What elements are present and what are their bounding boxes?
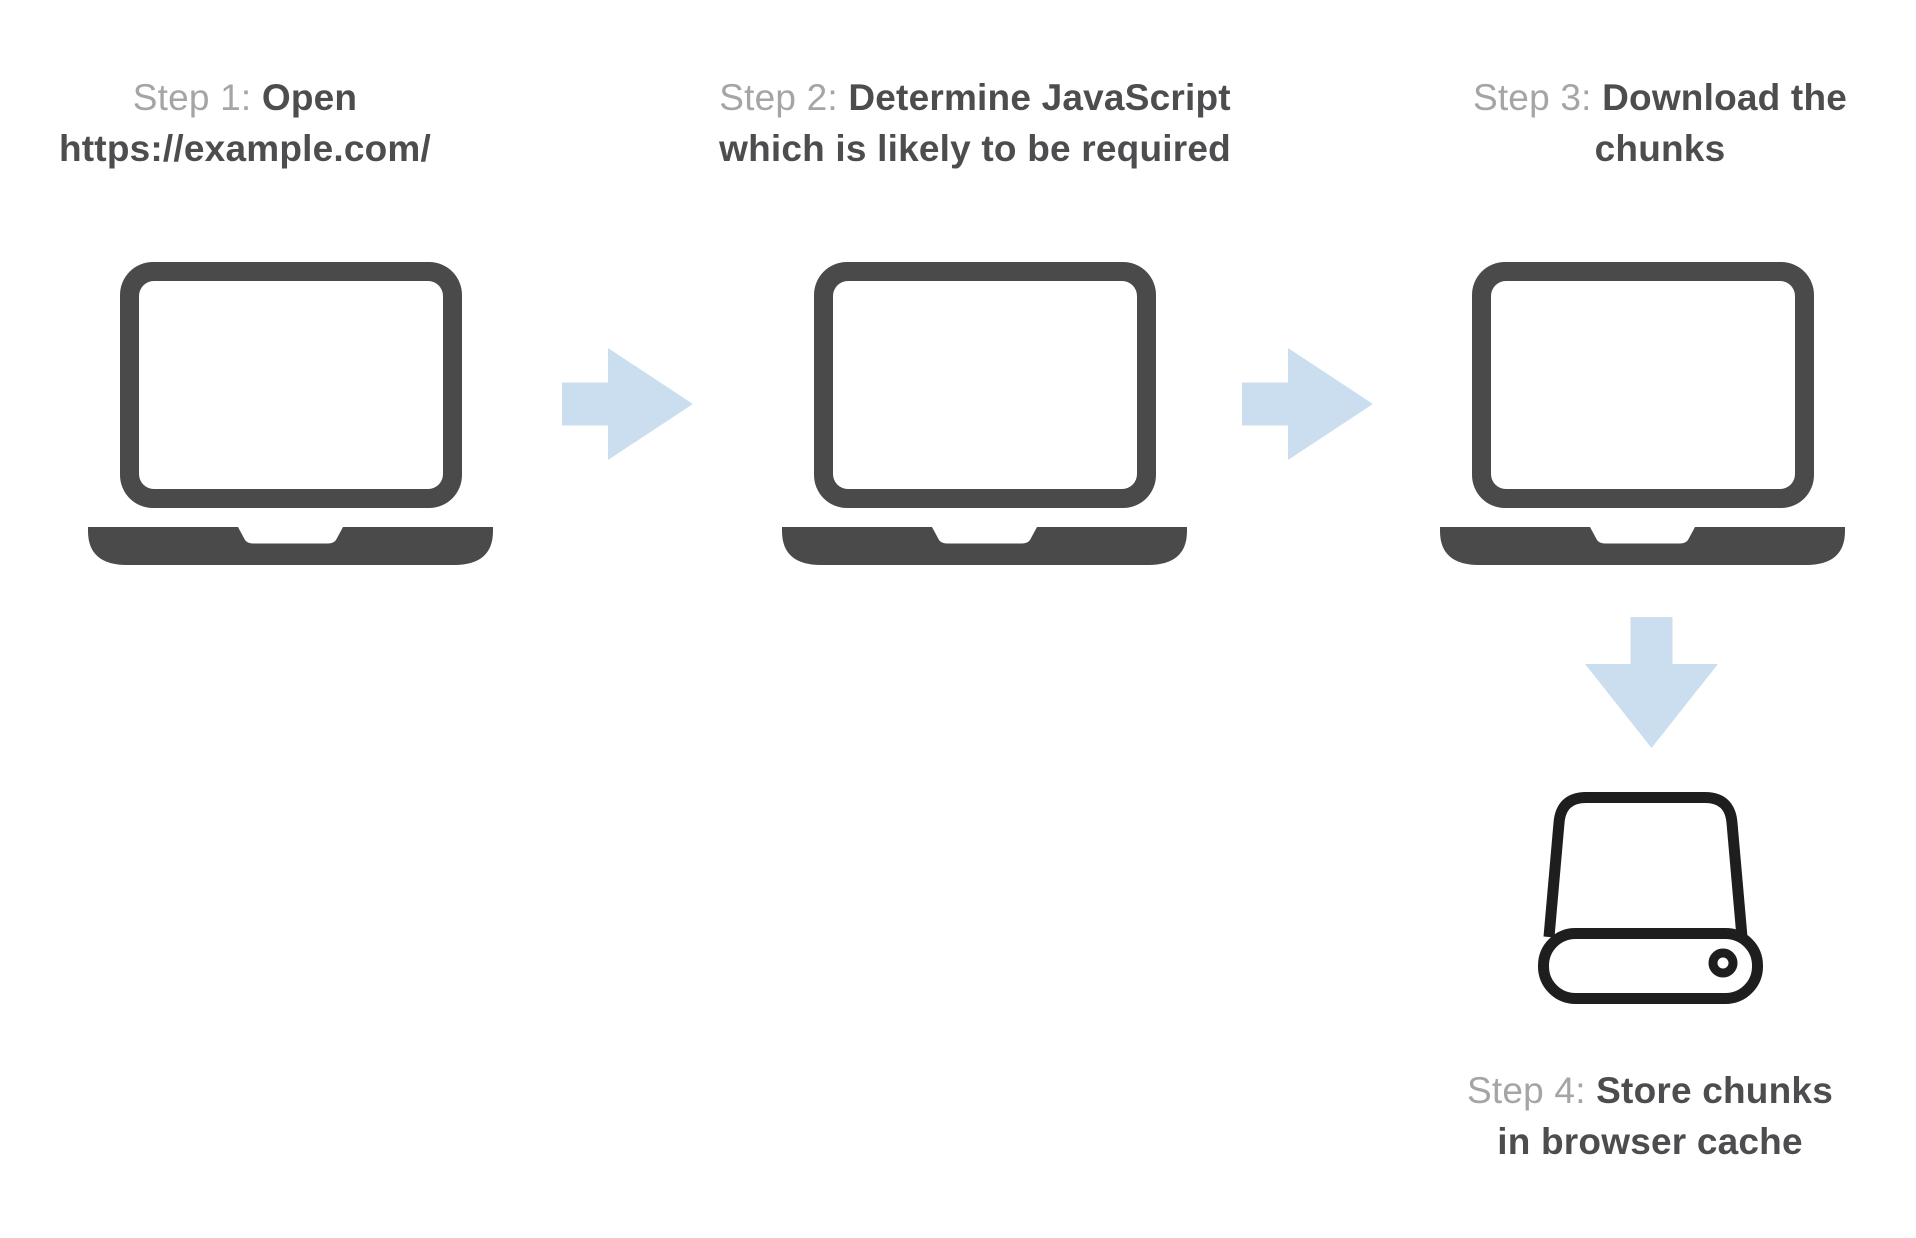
arrow-down-icon bbox=[1585, 617, 1718, 753]
step-3-title: Step 3: Download the chunks bbox=[1440, 72, 1880, 174]
step-3-label-line1: Download the bbox=[1602, 77, 1848, 118]
step-1-label-line1: Open bbox=[261, 77, 358, 118]
step-2-label-line2: which is likely to be required bbox=[719, 128, 1231, 169]
step-2-prefix: Step 2: bbox=[719, 77, 838, 118]
step-1-label-line2: https://example.com/ bbox=[58, 128, 432, 169]
step-4-prefix: Step 4: bbox=[1467, 1070, 1586, 1111]
step-1-prefix: Step 1: bbox=[132, 77, 252, 118]
step-3-label-line2: chunks bbox=[1594, 128, 1726, 169]
step-4-label-line2: in browser cache bbox=[1497, 1121, 1803, 1162]
step-2-label-line1: Determine JavaScript bbox=[848, 77, 1231, 118]
arrow-right-icon bbox=[1242, 348, 1373, 465]
laptop-icon bbox=[782, 258, 1187, 570]
hard-drive-icon bbox=[1538, 790, 1763, 1011]
step-4-title: Step 4: Store chunks in browser cache bbox=[1430, 1065, 1870, 1167]
arrow-right-icon bbox=[562, 348, 693, 465]
laptop-icon bbox=[88, 258, 493, 570]
step-3-prefix: Step 3: bbox=[1472, 77, 1592, 118]
step-1-title: Step 1: Open https://example.com/ bbox=[25, 72, 465, 174]
step-4-label-line1: Store chunks bbox=[1596, 1070, 1833, 1111]
step-2-title: Step 2: Determine JavaScript which is li… bbox=[665, 72, 1285, 174]
laptop-icon bbox=[1440, 258, 1845, 570]
